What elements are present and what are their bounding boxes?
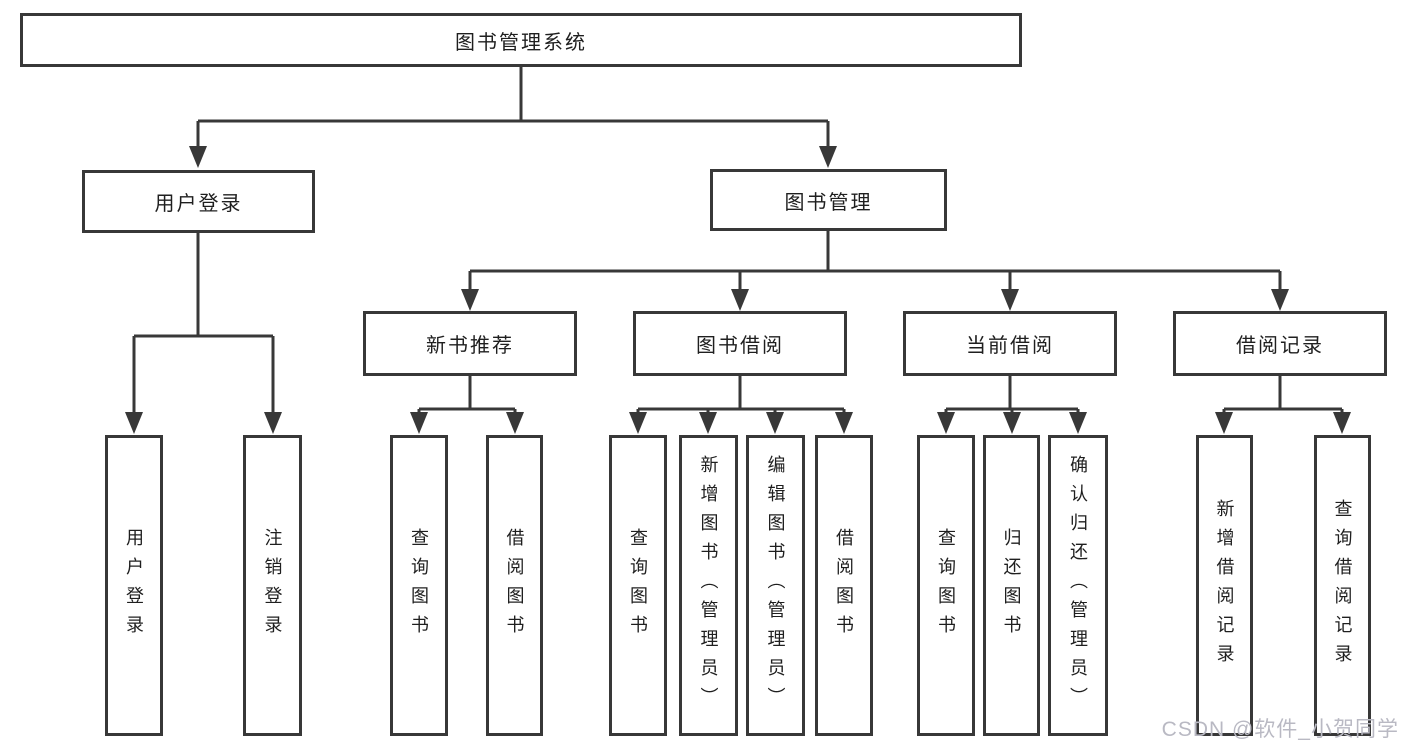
leaf-borrow-borrow-book-label: 借阅图书 [834, 527, 854, 644]
node-current-borrow: 当前借阅 [903, 311, 1117, 376]
leaf-borrow-edit-book-admin: 编辑图书（管理员） [746, 435, 805, 736]
leaf-borrow-edit-book-admin-label: 编辑图书（管理员） [765, 455, 786, 716]
leaf-borrow-query-book-label: 查询图书 [628, 527, 648, 644]
node-user-login-label: 用户登录 [154, 193, 243, 215]
leaf-current-query-book: 查询图书 [917, 435, 975, 736]
node-borrow-record-label: 借阅记录 [1236, 335, 1324, 357]
leaf-record-query-borrow-record-label: 查询借阅记录 [1332, 498, 1353, 673]
leaf-current-confirm-return-admin-label: 确认归还（管理员） [1068, 455, 1088, 716]
leaf-logout-label: 注销登录 [262, 527, 283, 644]
leaf-newbook-borrow-book-label: 借阅图书 [504, 527, 525, 644]
node-new-book-recommend: 新书推荐 [363, 311, 577, 376]
leaf-borrow-add-book-admin-label: 新增图书（管理员） [698, 455, 719, 716]
node-root-label: 图书管理系统 [455, 31, 587, 54]
node-current-borrow-label: 当前借阅 [966, 335, 1054, 357]
leaf-user-login-label: 用户登录 [124, 527, 144, 644]
leaf-newbook-borrow-book: 借阅图书 [486, 435, 543, 736]
node-book-borrow: 图书借阅 [633, 311, 847, 376]
node-root: 图书管理系统 [20, 13, 1022, 67]
watermark: CSDN @软件_小贺同学 [1161, 718, 1399, 741]
node-book-borrow-label: 图书借阅 [696, 335, 784, 357]
node-borrow-record: 借阅记录 [1173, 311, 1387, 376]
leaf-current-return-book-label: 归还图书 [1001, 527, 1022, 644]
leaf-newbook-query-book: 查询图书 [390, 435, 448, 736]
leaf-borrow-add-book-admin: 新增图书（管理员） [679, 435, 738, 736]
node-user-login: 用户登录 [82, 170, 315, 233]
leaf-record-add-borrow-record: 新增借阅记录 [1196, 435, 1253, 736]
leaf-borrow-query-book: 查询图书 [609, 435, 667, 736]
node-book-management-label: 图书管理 [784, 191, 873, 214]
leaf-newbook-query-book-label: 查询图书 [409, 527, 429, 644]
node-new-book-recommend-label: 新书推荐 [426, 335, 514, 357]
leaf-current-confirm-return-admin: 确认归还（管理员） [1048, 435, 1108, 736]
leaf-record-add-borrow-record-label: 新增借阅记录 [1214, 498, 1235, 673]
leaf-borrow-borrow-book: 借阅图书 [815, 435, 873, 736]
leaf-current-query-book-label: 查询图书 [936, 527, 956, 644]
node-book-management: 图书管理 [710, 169, 947, 231]
leaf-user-login: 用户登录 [105, 435, 163, 736]
leaf-logout: 注销登录 [243, 435, 302, 736]
leaf-current-return-book: 归还图书 [983, 435, 1040, 736]
leaf-record-query-borrow-record: 查询借阅记录 [1314, 435, 1371, 736]
